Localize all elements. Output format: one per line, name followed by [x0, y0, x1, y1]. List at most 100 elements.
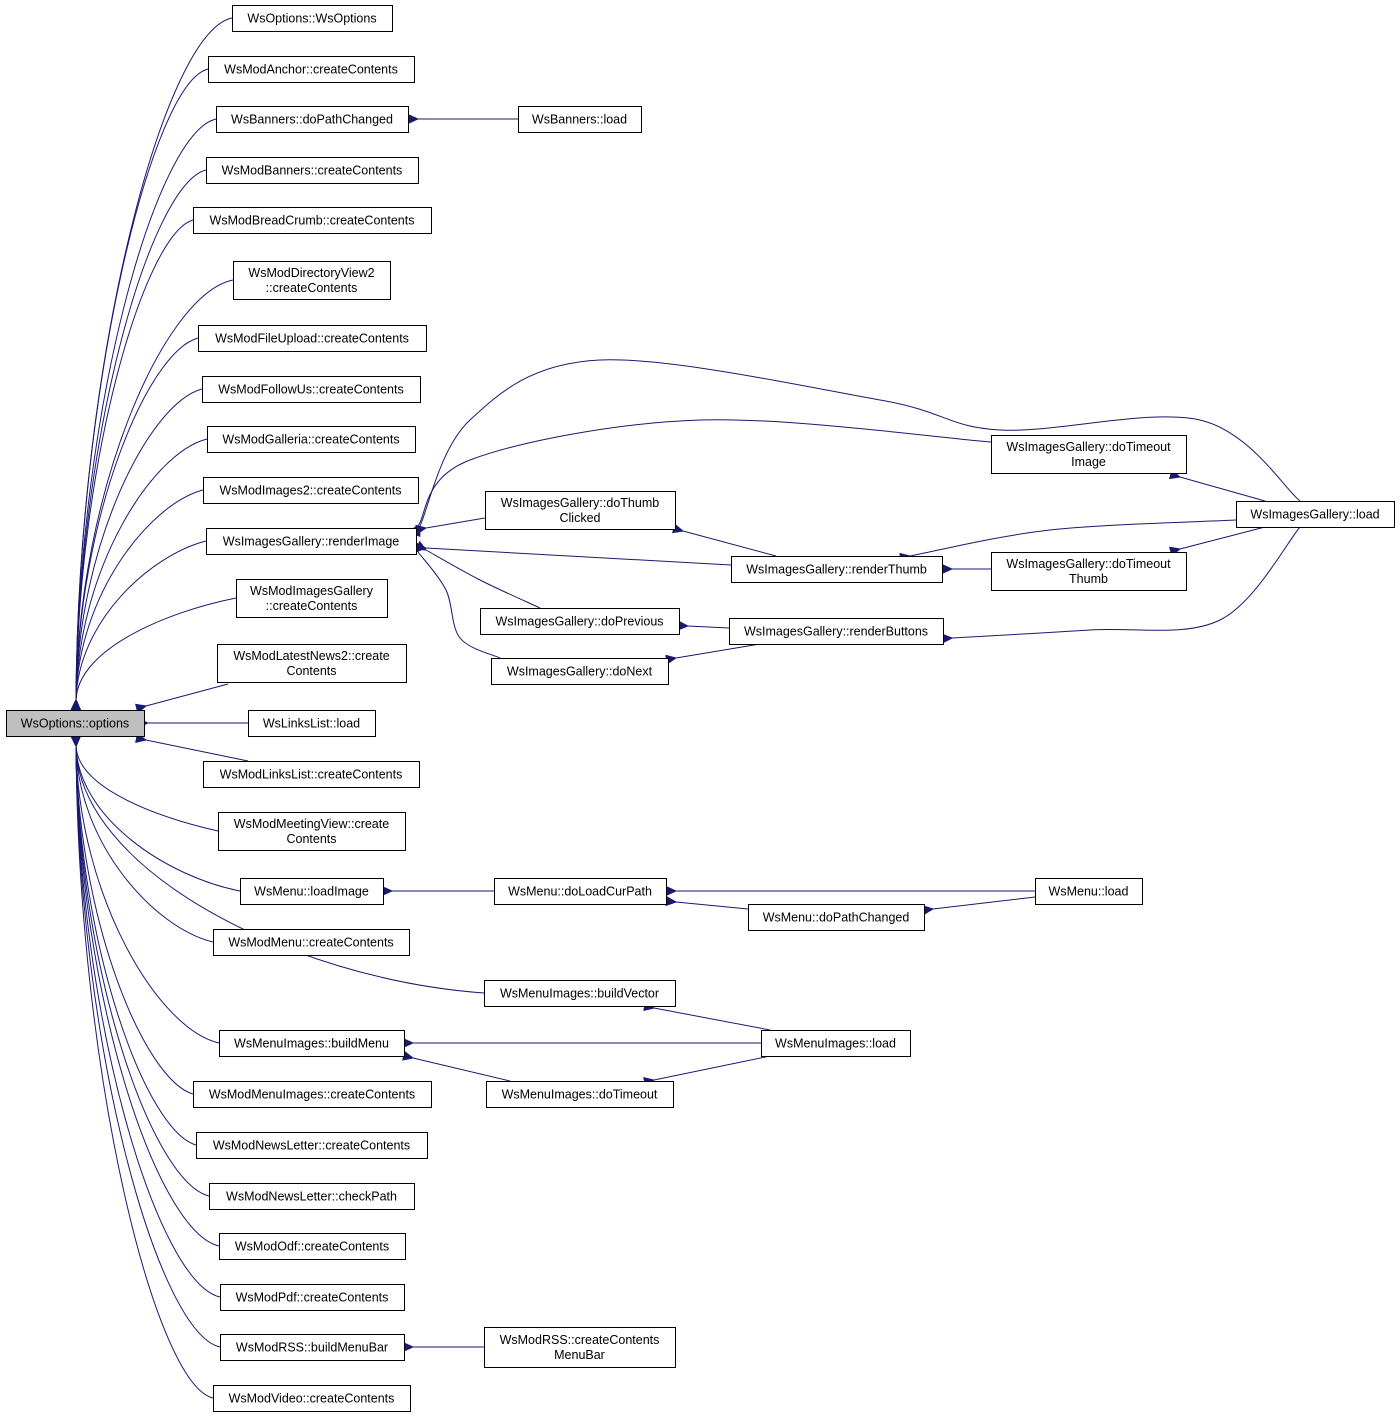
function-node[interactable]: WsMenu::doPathChanged: [748, 904, 925, 931]
function-node[interactable]: WsModFollowUs::createContents: [202, 376, 421, 403]
node-box: [991, 435, 1187, 474]
edge-path: [76, 746, 214, 1399]
function-node[interactable]: WsBanners::load: [518, 106, 642, 133]
function-node[interactable]: WsModImages2::createContents: [203, 477, 419, 504]
node-label: WsModBanners::createContents: [222, 164, 403, 178]
edge-path: [76, 169, 207, 700]
node-label: ::createContents: [266, 599, 358, 613]
root-node[interactable]: WsOptions::options: [6, 710, 145, 737]
node-label: WsModRSS::createContents: [500, 1333, 660, 1347]
function-node[interactable]: WsMenu::doLoadCurPath: [494, 878, 667, 905]
edge-path: [933, 896, 1036, 909]
call-edge-g8-to-n11: [420, 359, 1301, 526]
edge-path: [76, 746, 210, 1197]
function-node[interactable]: WsModNewsLetter::createContents: [196, 1132, 428, 1159]
function-node[interactable]: WsModImagesGallery::createContents: [236, 579, 388, 618]
call-edge-n7-to-root: [76, 337, 199, 700]
function-node[interactable]: WsModBanners::createContents: [206, 157, 419, 184]
function-node[interactable]: WsModBreadCrumb::createContents: [193, 207, 432, 234]
node-label: WsModImages2::createContents: [219, 484, 401, 498]
node-box: [1236, 501, 1395, 528]
function-node[interactable]: WsModDirectoryView2::createContents: [233, 261, 391, 300]
edge-path: [426, 517, 486, 528]
edge-path: [418, 419, 992, 526]
function-node[interactable]: WsModAnchor::createContents: [208, 56, 415, 83]
function-node[interactable]: WsModFileUpload::createContents: [198, 325, 427, 352]
node-box: [748, 904, 925, 931]
node-box: [196, 1132, 428, 1159]
node-label: WsImagesGallery::doTimeout: [1006, 557, 1171, 571]
node-label: WsMenu::doPathChanged: [763, 911, 910, 925]
node-box: [248, 710, 376, 737]
edge-path: [413, 1058, 511, 1082]
node-label: Contents: [286, 832, 336, 846]
call-edge-n25-to-root: [76, 746, 221, 1298]
edge-path: [76, 746, 194, 1095]
edge-path: [952, 526, 1301, 638]
function-node[interactable]: WsModRSS::buildMenuBar: [220, 1334, 405, 1361]
call-edge-g4-to-g1: [683, 531, 777, 557]
function-node[interactable]: WsModMenu::createContents: [213, 929, 410, 956]
function-node[interactable]: WsImagesGallery::doPrevious: [480, 608, 680, 635]
call-edge-n26-to-root: [76, 746, 221, 1348]
function-node[interactable]: WsModGalleria::createContents: [207, 426, 416, 453]
function-node[interactable]: WsModMeetingView::createContents: [218, 812, 406, 851]
edge-path: [76, 746, 220, 1247]
node-box: [220, 1284, 405, 1311]
function-node[interactable]: WsMenuImages::buildVector: [484, 980, 676, 1007]
function-node[interactable]: WsImagesGallery::renderImage: [206, 528, 417, 555]
function-node[interactable]: WsModPdf::createContents: [220, 1284, 405, 1311]
function-node[interactable]: WsMenu::load: [1035, 878, 1143, 905]
function-node[interactable]: WsMenuImages::load: [761, 1030, 911, 1057]
function-node[interactable]: WsImagesGallery::renderThumb: [731, 556, 943, 583]
node-label: WsModFollowUs::createContents: [218, 383, 403, 397]
call-edge-g3-to-n11: [418, 552, 501, 659]
function-node[interactable]: WsOptions::WsOptions: [232, 5, 393, 32]
node-label: WsModMenuImages::createContents: [209, 1088, 415, 1102]
function-node[interactable]: WsModVideo::createContents: [213, 1385, 411, 1412]
function-node[interactable]: WsImagesGallery::doNext: [491, 658, 669, 685]
function-node[interactable]: WsModOdf::createContents: [219, 1233, 406, 1260]
node-label: WsModLatestNews2::create: [233, 649, 389, 663]
node-box: [207, 426, 416, 453]
call-edge-n8-to-root: [76, 388, 203, 700]
function-node[interactable]: WsMenu::loadImage: [240, 878, 384, 905]
function-node[interactable]: WsImagesGallery::renderButtons: [729, 618, 944, 645]
edge-path: [76, 746, 241, 892]
function-node[interactable]: WsModNewsLetter::checkPath: [209, 1183, 415, 1210]
function-node[interactable]: WsModLinksList::createContents: [203, 761, 420, 788]
function-node[interactable]: WsImagesGallery::load: [1236, 501, 1395, 528]
edge-path: [654, 1055, 771, 1080]
call-edge-g8-to-g6: [1180, 477, 1266, 502]
edge-path: [683, 531, 777, 557]
node-label: WsModBreadCrumb::createContents: [210, 214, 415, 228]
function-node[interactable]: WsMenuImages::buildMenu: [219, 1030, 405, 1057]
edge-path: [76, 746, 219, 832]
node-label: WsMenu::load: [1049, 885, 1129, 899]
node-box: [485, 491, 676, 530]
call-edge-i1-to-i2: [654, 1055, 771, 1080]
edge-layer: [76, 17, 1301, 1399]
edge-path: [76, 746, 214, 943]
function-node[interactable]: WsLinksList::load: [248, 710, 376, 737]
node-label: WsImagesGallery::doTimeout: [1006, 440, 1171, 454]
node-label: Image: [1071, 455, 1106, 469]
function-node[interactable]: WsBanners::doPathChanged: [216, 106, 409, 133]
call-edge-n13-to-root: [146, 683, 229, 706]
edge-path: [1180, 477, 1266, 502]
call-edge-g8-to-g5: [952, 526, 1301, 638]
edge-path: [910, 519, 1237, 556]
call-edge-g8-to-g4: [910, 519, 1237, 556]
function-node[interactable]: WsMenuImages::doTimeout: [486, 1081, 674, 1108]
call-edge-n20-to-root: [76, 746, 220, 1044]
edge-path: [426, 550, 541, 609]
node-label: WsLinksList::load: [263, 717, 360, 731]
function-node[interactable]: WsModLatestNews2::createContents: [217, 644, 407, 683]
function-node[interactable]: WsModMenuImages::createContents: [193, 1081, 432, 1108]
node-label: WsImagesGallery::load: [1250, 508, 1379, 522]
